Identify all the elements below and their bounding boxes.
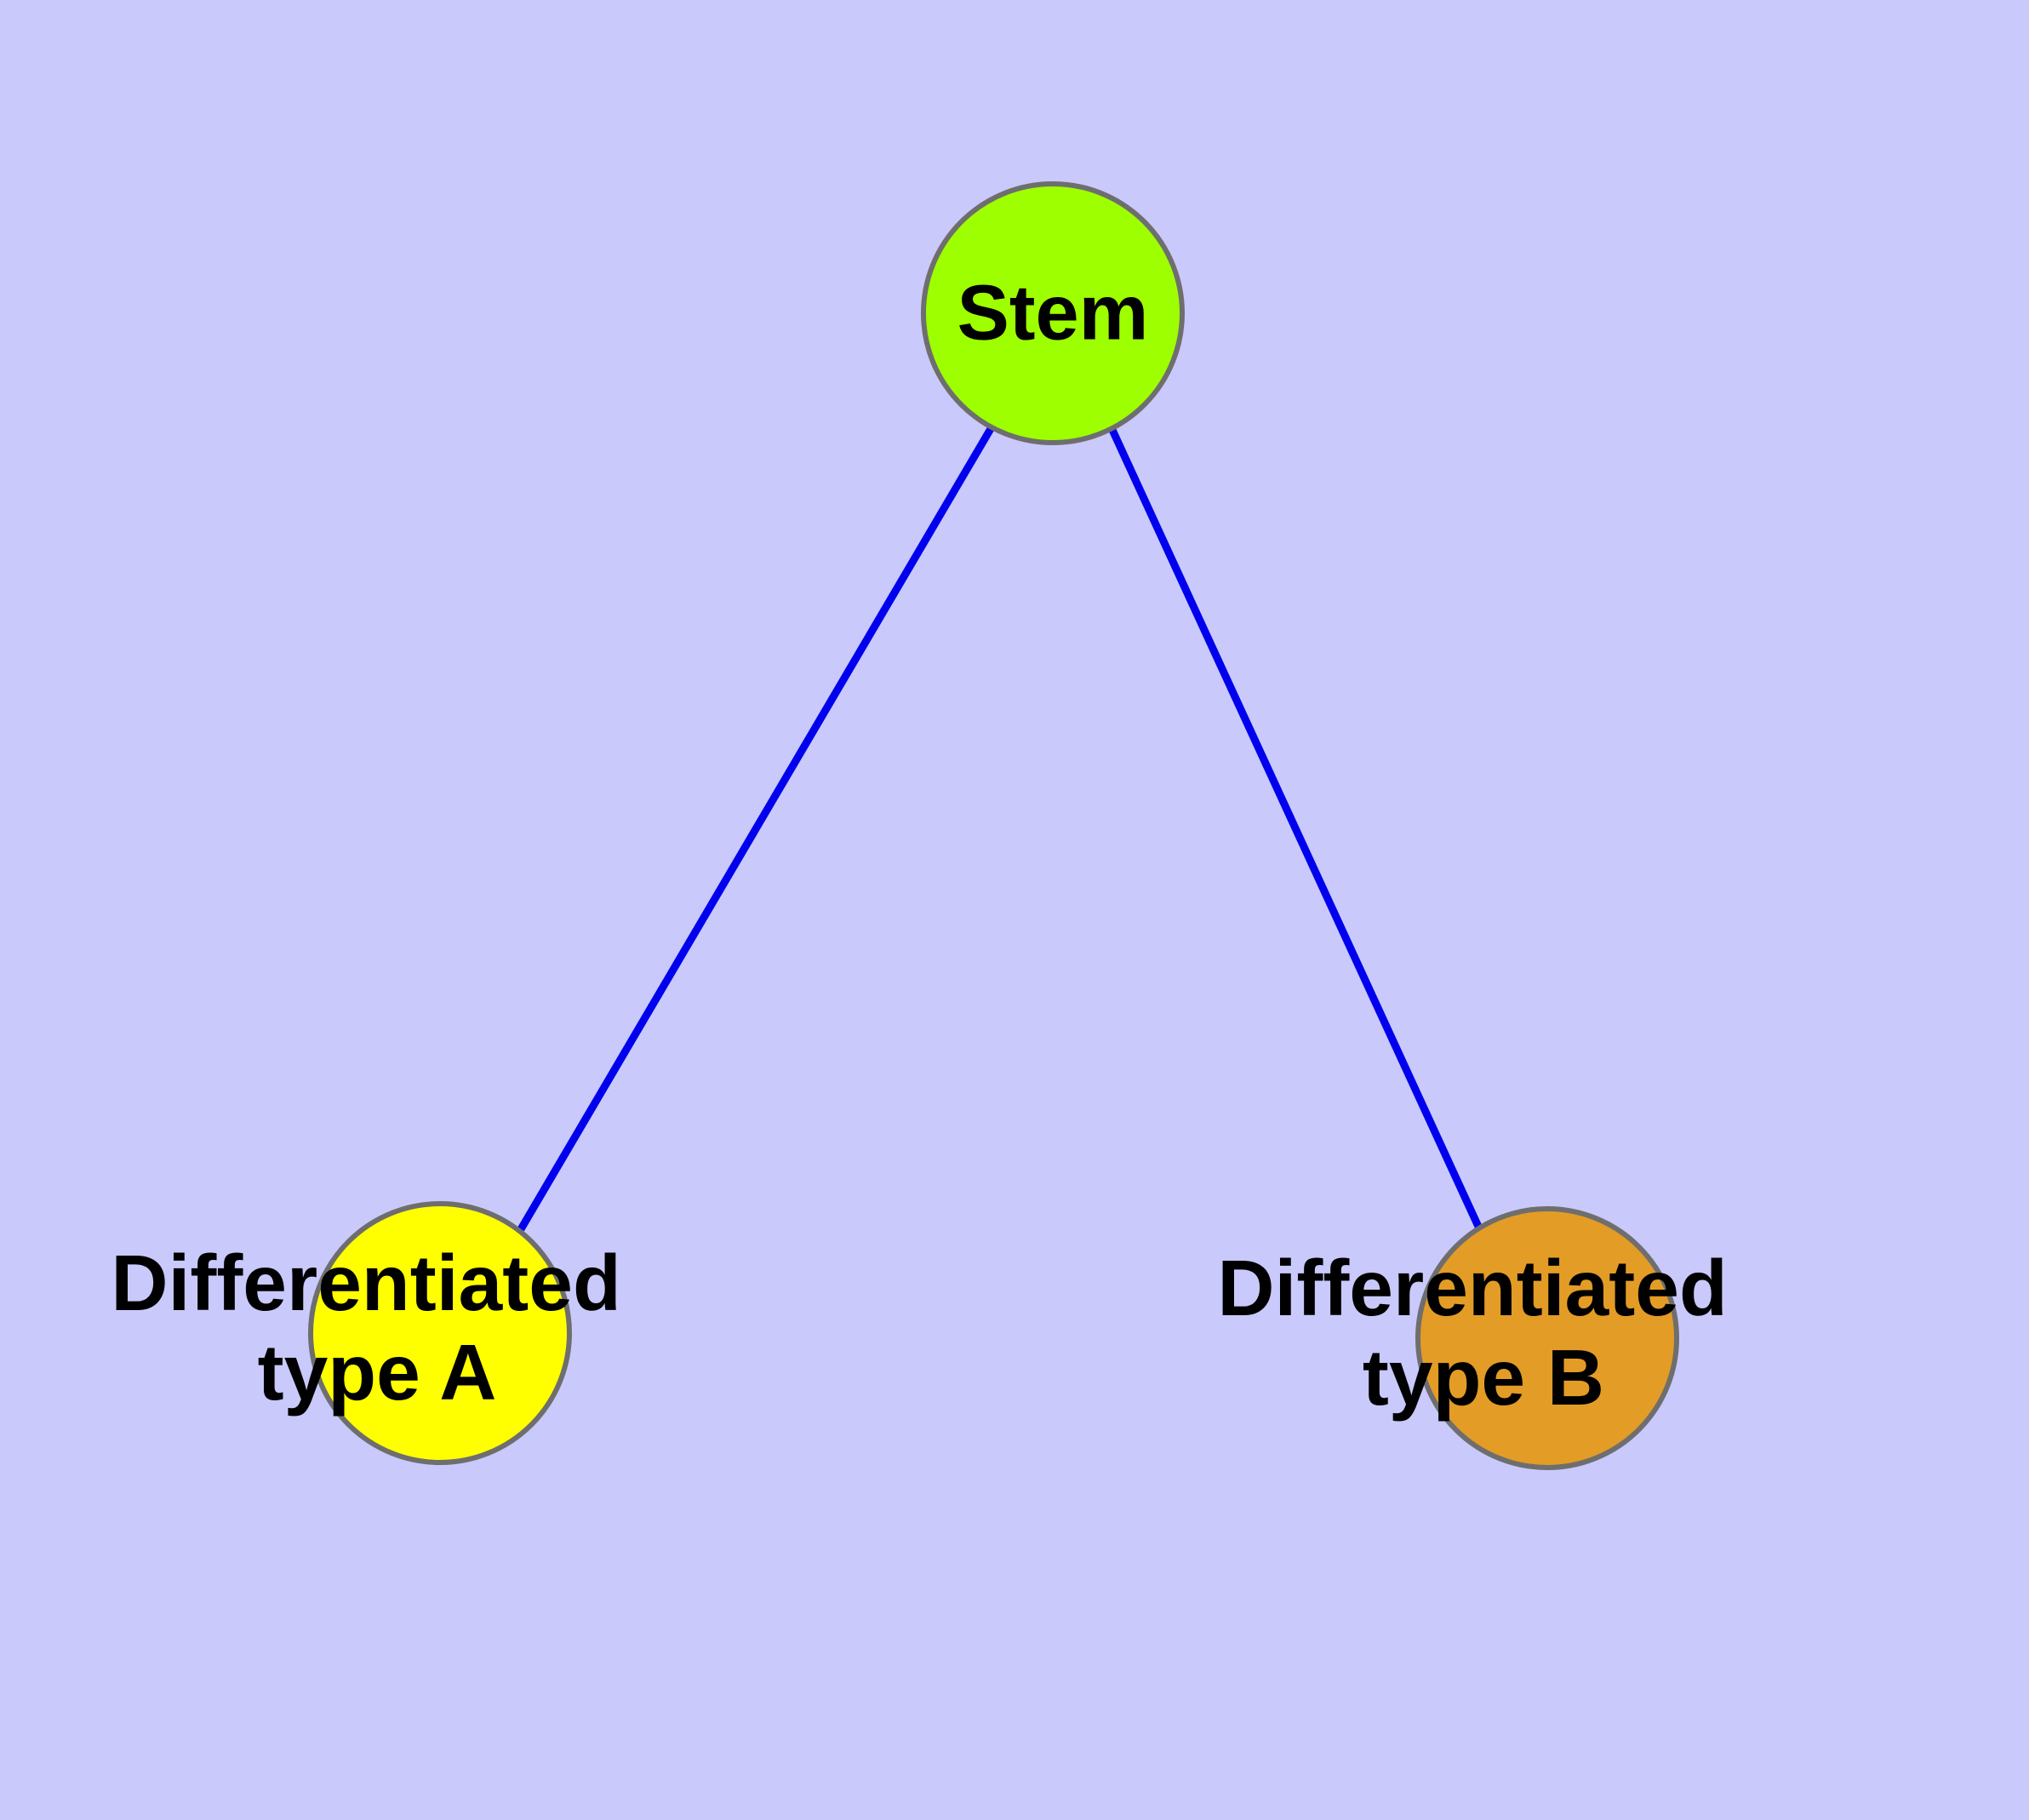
node-label-line-a2: type A	[258, 1328, 497, 1417]
labels-layer: Stem Differentiated type A Differentiate…	[111, 269, 1749, 1422]
node-label-line-b1: Differentiated	[1217, 1244, 1727, 1332]
node-differentiated-type-a[interactable]	[308, 1201, 572, 1465]
edge-stem-to-differentiated-type-b[interactable]	[1108, 428, 1483, 1230]
edges-layer	[517, 425, 1483, 1232]
node-differentiated-type-b[interactable]	[1415, 1206, 1679, 1470]
nodes-layer	[308, 181, 1679, 1470]
node-label-line-a1: Differentiated	[111, 1239, 620, 1327]
node-label-stem: Stem	[957, 269, 1149, 356]
node-label-line-b2: type B	[1363, 1333, 1604, 1422]
node-circle-differentiated-type-a[interactable]	[308, 1201, 572, 1465]
node-circle-differentiated-type-b[interactable]	[1415, 1206, 1679, 1470]
edge-stem-to-differentiated-type-a[interactable]	[517, 425, 995, 1232]
node-circle-stem[interactable]	[921, 181, 1185, 445]
node-label-differentiated-type-a: Differentiated type A	[111, 1239, 643, 1417]
node-stem[interactable]	[921, 181, 1185, 445]
node-label-differentiated-type-b: Differentiated type B	[1217, 1244, 1749, 1422]
